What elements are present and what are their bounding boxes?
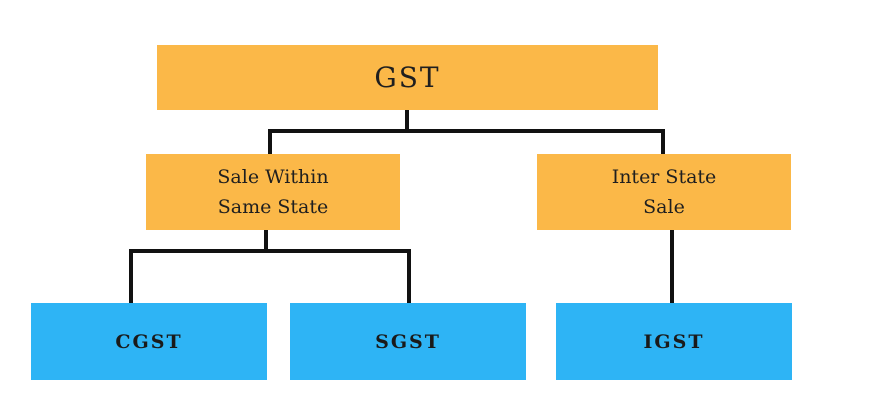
sale-within-same-state-node: Sale Within Same State — [146, 154, 400, 230]
gst-root-node: GST — [157, 45, 658, 110]
inter-state-sale-label: Inter State Sale — [611, 166, 717, 218]
cgst-node: CGST — [31, 303, 267, 380]
igst-node: IGST — [556, 303, 792, 380]
igst-label: IGST — [643, 330, 705, 353]
sale-within-same-state-label: Sale Within Same State — [217, 166, 329, 218]
inter-state-sale-node: Inter State Sale — [537, 154, 791, 230]
sgst-node: SGST — [290, 303, 526, 380]
cgst-label: CGST — [115, 330, 183, 353]
gst-root-label: GST — [374, 61, 441, 94]
sgst-label: SGST — [375, 330, 441, 353]
